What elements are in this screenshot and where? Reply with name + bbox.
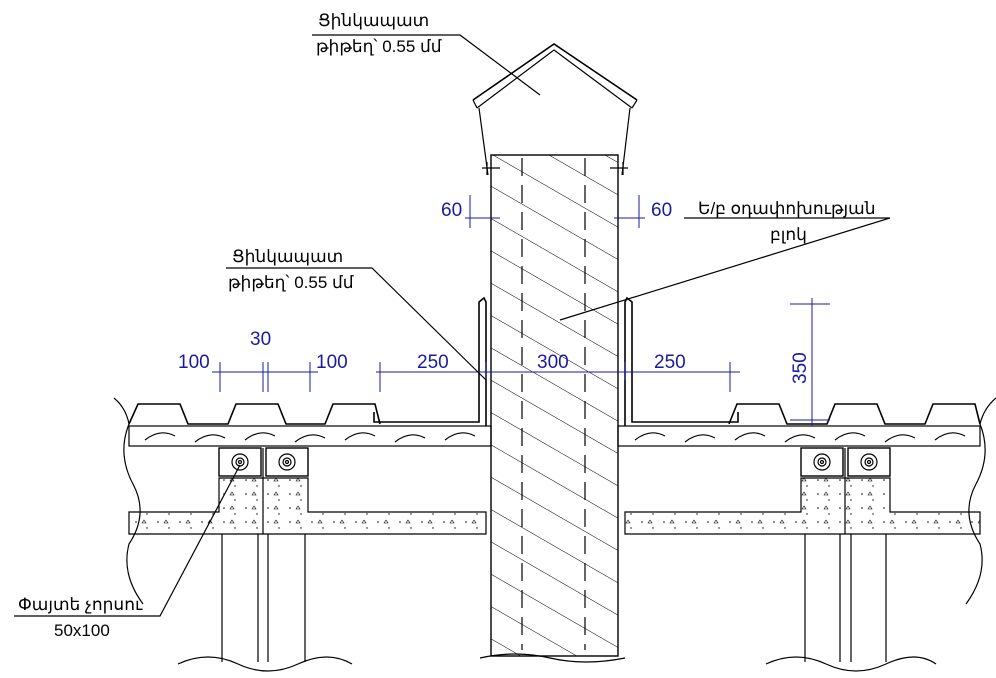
dim-upstand-height: 350 [790,352,811,384]
dim-offset-left: 60 [441,200,462,221]
flashing-sheet-spec: թիթեղ՝ 0.55 մմ [228,273,354,292]
roof-profile-sheet [128,403,981,425]
dim-flashing-right: 250 [654,352,686,373]
flashing [373,296,739,426]
cap-sheet-spec: թիթեղ՝ 0.55 մմ [316,37,442,56]
vent-block-label-line1: Ե/բ օդափոխության [698,199,876,218]
flashing-sheet-title: Ցինկապատ [232,247,343,266]
dim-chimney-width: 300 [537,352,569,373]
wood-beam-label-line1: Փայտե չորսու [18,595,143,614]
dimension-lines [212,195,830,426]
vent-block [490,154,619,657]
wood-beams [218,447,891,477]
dim-offset-right: 60 [651,200,672,221]
wood-beam-label-line2: 50x100 [54,621,110,640]
break-lines [113,397,996,605]
chimney-cap [472,43,638,176]
dim-flashing-left: 250 [417,352,449,373]
cap-sheet-title: Ցինկապատ [318,11,429,30]
dim-spacing-left-a: 100 [178,352,210,373]
walls [177,534,937,672]
leader-lines [14,34,891,617]
dim-spacing-left-b: 100 [316,352,348,373]
vent-block-label-line2: բլոկ [770,225,807,244]
roof-sheathing [128,425,981,447]
concrete-slab [128,448,981,535]
dim-spacing-gap: 30 [250,329,271,350]
